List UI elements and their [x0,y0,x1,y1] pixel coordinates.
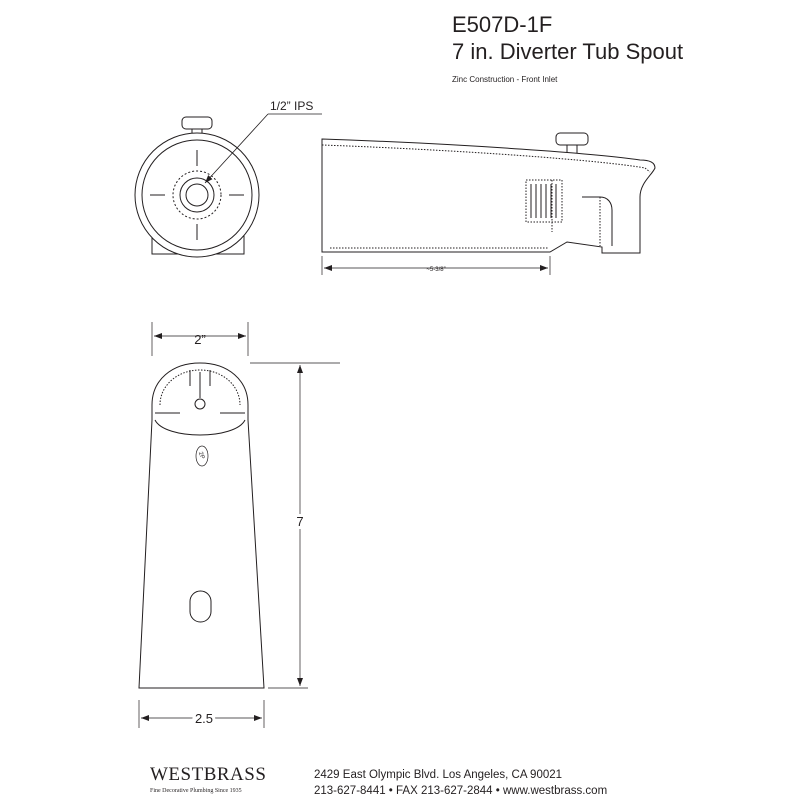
length-label: ~5-3/8” [426,267,445,273]
product-title: 7 in. Diverter Tub Spout [452,39,684,64]
side-hidden-top [321,144,651,173]
stamp-oval [195,445,209,467]
bottom-width-label: 2.5 [195,711,213,726]
front-inlet-bore [185,183,209,207]
top-body-outline [138,419,265,689]
side-view [321,132,656,275]
side-diverter-knob [555,132,589,146]
front-inner-circle [141,139,253,251]
front-diverter-knob [181,116,213,130]
front-outer-circle [134,132,260,258]
height-label: 7 [296,514,303,529]
top-width-label: 2” [194,332,206,347]
top-center-hole [194,398,206,410]
top-view [138,322,340,728]
front-inlet-mid [179,177,215,213]
front-view [134,113,322,258]
inlet-label: 1/2” IPS [270,99,313,113]
inlet-leader-line [204,113,269,184]
stamp-label: 2P [197,451,205,460]
brand-tagline: Fine Decorative Plumbing Since 1935 [150,788,242,794]
top-head-lower-curve [154,419,246,436]
product-subtitle: Zinc Construction - Front Inlet [452,75,558,84]
side-inlet-grid-frame [525,179,563,223]
side-outlet-shoulder [582,196,613,246]
footer-address: 2429 East Olympic Blvd. Los Angeles, CA … [314,769,563,781]
front-inlet-outer [172,170,222,220]
outlet-slot [189,590,212,623]
brand-logo: WESTBRASS [150,764,267,785]
footer-contact: 213-627-8441 • FAX 213-627-2844 • www.we… [314,785,608,797]
model-number: E507D-1F [452,12,553,37]
side-body-outline [321,138,656,254]
